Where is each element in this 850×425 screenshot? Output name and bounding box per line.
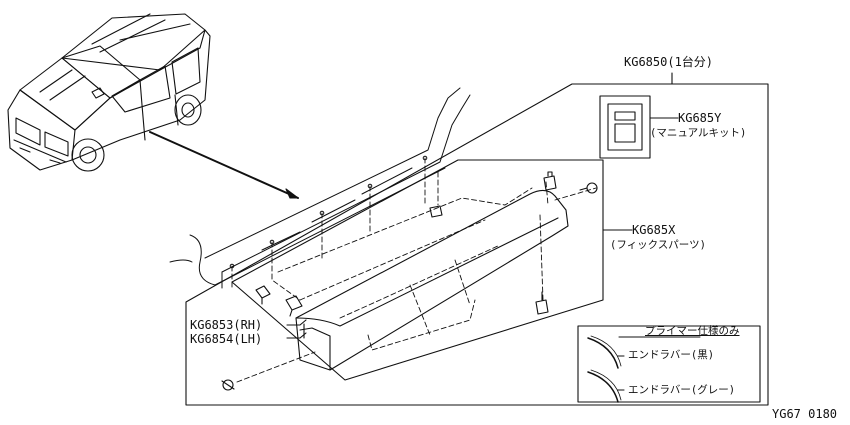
manual-kit-booklet <box>599 95 679 159</box>
manual-kit-name-label: (マニュアルキット) <box>650 127 747 139</box>
indication-arrow <box>149 131 299 199</box>
figure-id-label: YG67 0180 <box>772 407 838 421</box>
vehicle-illustration <box>7 13 211 172</box>
legend-item-black: エンドラバー(黒) <box>628 349 715 361</box>
lh-leader <box>286 332 307 339</box>
legend-title: プライマー仕様のみ <box>645 325 740 337</box>
clip-fasteners <box>221 171 598 391</box>
rh-part-label: KG6853(RH) <box>190 318 263 332</box>
legend-box <box>577 325 761 403</box>
fix-parts-name-label: (フィックスパーツ) <box>610 239 706 251</box>
lh-part-label: KG6854(LH) <box>190 332 263 346</box>
install-guide-lines <box>231 157 597 383</box>
kit-frame <box>185 83 769 406</box>
legend-item-gray: エンドラバー(グレー) <box>628 384 736 396</box>
fix-parts-code-label: KG685X <box>632 223 676 237</box>
kit-code-label: KG6850(1台分) <box>624 55 714 69</box>
rh-leader <box>286 319 307 326</box>
body-sill-panel <box>169 87 471 289</box>
manual-kit-code-label: KG685Y <box>678 111 722 125</box>
side-sill-garnish <box>295 189 569 371</box>
